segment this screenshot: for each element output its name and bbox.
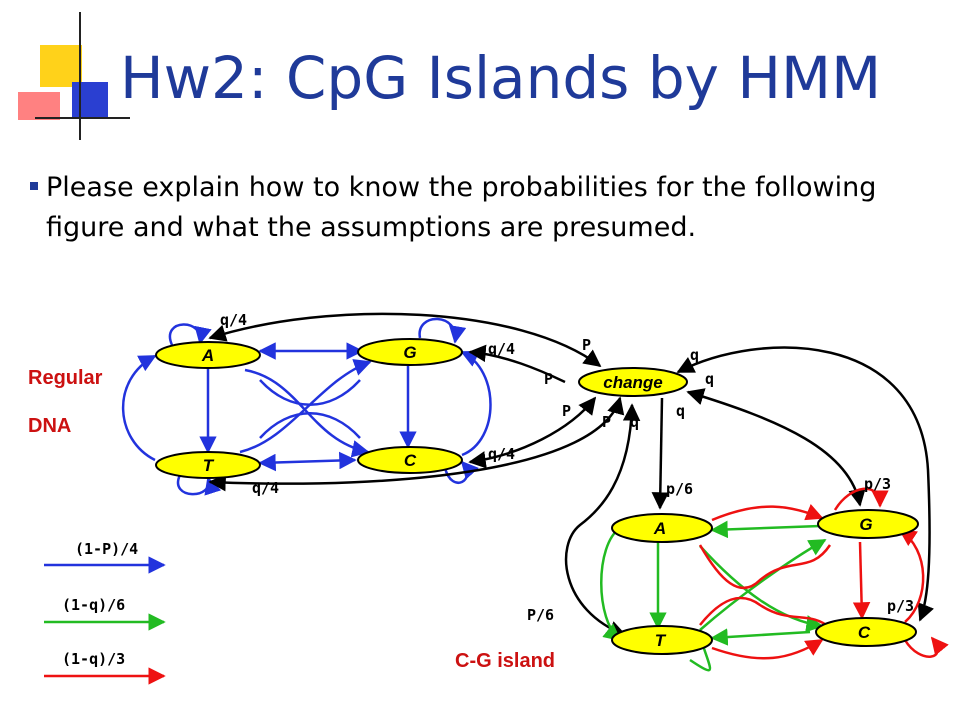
island-green-edges xyxy=(600,520,827,672)
node-reg-c-shape xyxy=(357,446,463,474)
legend-label-3: (1-q)/3 xyxy=(62,650,125,668)
logo-blue-square xyxy=(72,82,108,118)
label-dna: DNA xyxy=(28,415,71,437)
island-red-edges xyxy=(698,487,949,660)
edge-change-isl-c xyxy=(676,346,934,622)
edge-label-q-right: q xyxy=(705,370,714,388)
edge-label-p-low: P xyxy=(602,413,611,431)
bullet-line-1: Please explain how to know the probabili… xyxy=(46,172,877,203)
label-cg-island: C-G island xyxy=(455,650,555,672)
logo-red-square xyxy=(18,92,60,120)
edge-label-q4-top: q/4 xyxy=(220,311,247,329)
node-reg-t-shape xyxy=(155,451,261,479)
node-reg-g-label: G xyxy=(403,343,416,362)
edge-change-isl-a xyxy=(651,397,670,510)
node-isl-t: T xyxy=(611,625,713,655)
edge-c-g-curve xyxy=(460,350,492,457)
edge-isl-c-t xyxy=(710,628,811,646)
node-isl-t-shape xyxy=(611,625,713,655)
edge-label-q-under: q xyxy=(676,402,685,420)
edge-label-p-mid: P xyxy=(562,402,571,420)
edge-isl-wave-bottom xyxy=(699,596,831,629)
logo-decoration xyxy=(18,12,130,140)
edge-change-a xyxy=(208,312,602,368)
node-isl-g: G xyxy=(817,509,919,539)
logo-yellow-square xyxy=(40,45,82,87)
node-change-label: change xyxy=(603,373,663,392)
node-reg-t-label: T xyxy=(203,456,215,475)
edge-isl-t-c xyxy=(711,638,824,660)
edge-t-a-curve xyxy=(121,354,157,462)
node-isl-c-shape xyxy=(815,617,917,647)
bullet-line-2: figure and what the assumptions are pres… xyxy=(46,212,697,243)
edge-change-isl-g xyxy=(686,388,866,507)
edge-label-p3-g: p/3 xyxy=(864,475,891,493)
node-reg-t: T xyxy=(155,451,261,479)
edge-label-q4-g: q/4 xyxy=(488,340,515,358)
edge-isl-g-c xyxy=(852,541,871,620)
edge-label-p3-c: p/3 xyxy=(887,597,914,615)
node-isl-c-label: C xyxy=(858,623,871,642)
legend-label-1: (1-P)/4 xyxy=(75,540,138,558)
edge-change-isl-t xyxy=(564,403,641,638)
edge-isl-a-g xyxy=(711,503,824,522)
node-reg-c-label: C xyxy=(404,451,417,470)
edge-t-g xyxy=(239,359,372,454)
page-title: Hw2: CpG Islands by HMM xyxy=(120,44,882,112)
edge-isl-c-g-outer xyxy=(898,528,925,623)
label-regular: Regular xyxy=(28,367,103,389)
edge-t-c xyxy=(258,451,357,472)
edge-label-q4-c: q/4 xyxy=(488,445,515,463)
edge-isl-t-g xyxy=(699,538,827,631)
node-isl-t-label: T xyxy=(655,631,667,650)
node-change-shape xyxy=(578,367,688,397)
edge-a-self xyxy=(168,323,212,346)
node-reg-g: G xyxy=(357,338,463,366)
legend-label-2: (1-q)/6 xyxy=(62,596,125,614)
edge-label-q-low: q xyxy=(630,413,639,431)
edge-label-p6-a: p/6 xyxy=(666,480,693,498)
edge-isl-a-c xyxy=(699,545,824,633)
edge-label-q-top-right: q xyxy=(690,346,699,364)
node-isl-g-label: G xyxy=(859,515,872,534)
change-edges xyxy=(208,312,934,638)
node-reg-a-shape xyxy=(155,341,261,369)
edge-change-g xyxy=(468,344,566,384)
node-isl-a-shape xyxy=(611,513,713,543)
edge-change-t xyxy=(208,396,625,492)
node-change: change xyxy=(578,367,688,397)
node-reg-a-label: A xyxy=(201,346,214,365)
edge-isl-g-self xyxy=(833,487,889,511)
edge-label-p-left: P xyxy=(544,370,553,388)
edge-isl-c-self xyxy=(903,636,949,658)
node-isl-a: A xyxy=(611,513,713,543)
bullet-text: Please explain how to know the probabili… xyxy=(30,168,930,248)
node-isl-c: C xyxy=(815,617,917,647)
edge-isl-a-t-outer xyxy=(600,526,622,642)
edge-label-p-top: P xyxy=(582,336,591,354)
node-reg-a: A xyxy=(155,341,261,369)
edge-label-p6-t: P/6 xyxy=(527,606,554,624)
edge-isl-g-a xyxy=(710,520,821,539)
node-isl-g-shape xyxy=(817,509,919,539)
node-reg-g-shape xyxy=(357,338,463,366)
node-isl-a-label: A xyxy=(653,519,666,538)
edge-isl-wave-top xyxy=(698,544,832,590)
bullet-square-icon xyxy=(30,181,38,190)
node-reg-c: C xyxy=(357,446,463,474)
edge-label-q4-bottom: q/4 xyxy=(252,479,279,497)
legend: (1-P)/4 (1-q)/6 (1-q)/3 xyxy=(44,540,166,685)
